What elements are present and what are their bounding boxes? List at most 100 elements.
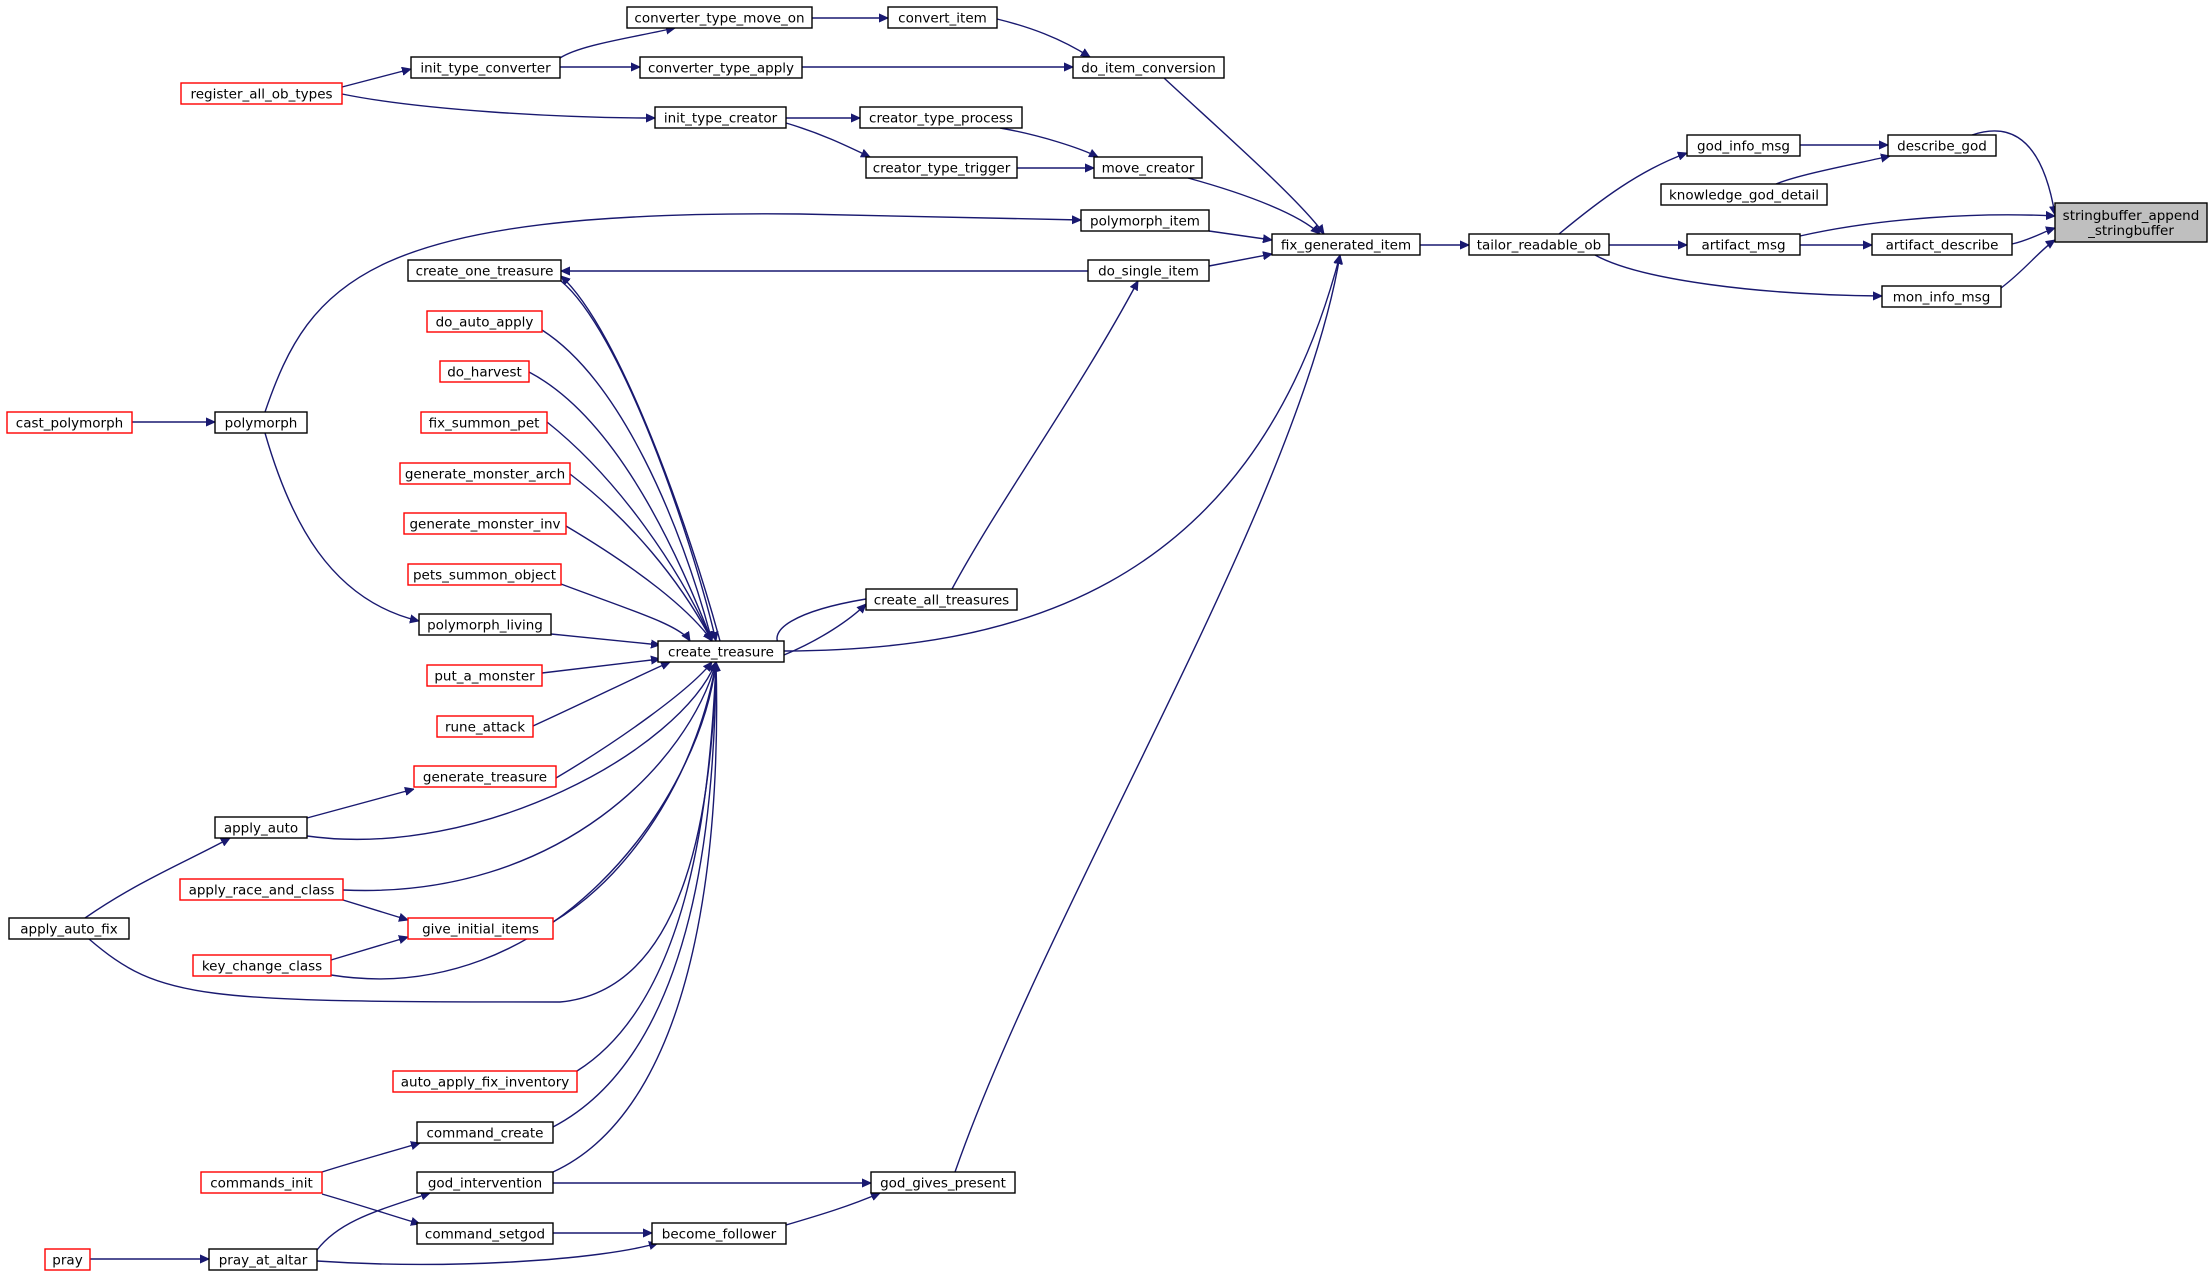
node-label: apply_auto_fix (20, 922, 118, 938)
node-pets-summon-object[interactable]: pets_summon_object (407, 563, 562, 586)
node-command-setgod[interactable]: command_setgod (416, 1222, 554, 1245)
node-box (403, 512, 567, 535)
node-convert-item[interactable]: convert_item (887, 6, 998, 29)
node-mon-info-msg[interactable]: mon_info_msg (1881, 285, 2002, 308)
node-apply-auto[interactable]: apply_auto (214, 816, 308, 839)
node-artifact-msg[interactable]: artifact_msg (1686, 233, 1801, 256)
node-box (870, 1171, 1016, 1194)
node-label: fix_generated_item (1281, 238, 1411, 254)
node-label: key_change_class (202, 959, 322, 975)
node-label: pray (52, 1253, 82, 1269)
node-stringbuffer-append-stringbuffer[interactable]: stringbuffer_append_stringbuffer (2054, 202, 2208, 243)
node-tailor-readable-ob[interactable]: tailor_readable_ob (1468, 233, 1610, 256)
node-label: init_type_creator (664, 111, 778, 127)
node-box (420, 411, 548, 434)
node-polymorph-living[interactable]: polymorph_living (418, 613, 552, 636)
node-god-intervention[interactable]: god_intervention (416, 1171, 554, 1194)
node-generate-monster-arch[interactable]: generate_monster_arch (399, 462, 571, 485)
node-do-item-conversion[interactable]: do_item_conversion (1072, 56, 1225, 79)
node-init-type-creator[interactable]: init_type_creator (654, 106, 787, 129)
node-commands-init[interactable]: commands_init (200, 1171, 323, 1194)
node-box (8, 917, 130, 940)
call-edge-fix_summon_pet-to-create_treasure (546, 421, 713, 641)
node-command-create[interactable]: command_create (416, 1121, 554, 1144)
node-do-single-item[interactable]: do_single_item (1087, 259, 1210, 282)
node-fix-generated-item[interactable]: fix_generated_item (1271, 233, 1421, 256)
node-label: apply_auto (224, 821, 298, 837)
node-label: god_intervention (428, 1176, 542, 1192)
node-polymorph-item[interactable]: polymorph_item (1080, 209, 1210, 232)
node-label: give_initial_items (422, 922, 539, 938)
node-box (410, 56, 561, 79)
node-register-all-ob-types[interactable]: register_all_ob_types (180, 82, 343, 105)
node-label: do_item_conversion (1081, 61, 1216, 77)
node-label: command_create (427, 1126, 544, 1142)
call-edge-apply_auto_fix-to-apply_auto (84, 837, 230, 919)
node-give-initial-items[interactable]: give_initial_items (407, 917, 554, 940)
node-pray[interactable]: pray (44, 1248, 91, 1271)
node-label: describe_god (1897, 139, 1987, 155)
node-box (859, 106, 1023, 129)
node-describe-god[interactable]: describe_god (1887, 134, 1997, 157)
node-converter-type-move-on[interactable]: converter_type_move_on (626, 6, 813, 29)
node-create-treasure[interactable]: create_treasure (657, 640, 785, 663)
node-label: move_creator (1102, 161, 1195, 177)
call-edge-apply_race_and_class-to-create_treasure (342, 662, 716, 892)
node-generate-monster-inv[interactable]: generate_monster_inv (403, 512, 567, 535)
node-do-auto-apply[interactable]: do_auto_apply (426, 310, 543, 333)
node-box (657, 640, 785, 663)
node-polymorph[interactable]: polymorph (214, 411, 308, 434)
node-init-type-converter[interactable]: init_type_converter (410, 56, 561, 79)
node-box (179, 878, 344, 901)
node-pray-at-altar[interactable]: pray_at_altar (208, 1248, 318, 1271)
node-label: register_all_ob_types (190, 87, 332, 103)
node-apply-auto-fix[interactable]: apply_auto_fix (8, 917, 130, 940)
node-label: command_setgod (425, 1227, 545, 1243)
node-key-change-class[interactable]: key_change_class (192, 954, 332, 977)
node-label: apply_race_and_class (189, 883, 335, 899)
node-box (399, 462, 571, 485)
node-box (200, 1171, 323, 1194)
node-auto-apply-fix-inventory[interactable]: auto_apply_fix_inventory (392, 1070, 578, 1093)
node-label: do_harvest (447, 365, 522, 381)
call-edges (84, 18, 2055, 1266)
node-apply-race-and-class[interactable]: apply_race_and_class (179, 878, 344, 901)
node-box (1881, 285, 2002, 308)
node-creator-type-process[interactable]: creator_type_process (859, 106, 1023, 129)
node-become-follower[interactable]: become_follower (651, 1222, 787, 1245)
node-box (1271, 233, 1421, 256)
node-knowledge-god-detail[interactable]: knowledge_god_detail (1660, 183, 1828, 206)
node-rune-attack[interactable]: rune_attack (436, 715, 534, 738)
node-creator-type-trigger[interactable]: creator_type_trigger (865, 156, 1018, 179)
node-label: convert_item (898, 11, 987, 27)
node-label: put_a_monster (434, 669, 535, 685)
node-artifact-describe[interactable]: artifact_describe (1871, 233, 2013, 256)
node-generate-treasure[interactable]: generate_treasure (413, 765, 557, 788)
node-fix-summon-pet[interactable]: fix_summon_pet (420, 411, 548, 434)
node-create-one-treasure[interactable]: create_one_treasure (407, 259, 562, 282)
node-cast-polymorph[interactable]: cast_polymorph (6, 411, 133, 434)
node-do-harvest[interactable]: do_harvest (439, 360, 530, 383)
node-box (654, 106, 787, 129)
call-edge-create_all_treasures-to-create_treasure (777, 598, 867, 651)
node-move-creator[interactable]: move_creator (1093, 156, 1203, 179)
node-label: god_gives_present (880, 1176, 1006, 1192)
node-label: pray_at_altar (219, 1253, 308, 1269)
call-edge-do_item_conversion-to-fix_generated_item (1163, 77, 1324, 234)
call-edge-polymorph-to-polymorph_living (264, 432, 419, 621)
node-god-info-msg[interactable]: god_info_msg (1686, 134, 1801, 157)
node-label: init_type_converter (420, 61, 551, 77)
call-edge-describe_god-to-stringbuffer_append_stringbuffer (1971, 130, 2055, 215)
node-god-gives-present[interactable]: god_gives_present (870, 1171, 1016, 1194)
node-label: _stringbuffer (2087, 223, 2174, 239)
node-put-a-monster[interactable]: put_a_monster (426, 664, 543, 687)
call-edge-register_all_ob_types-to-init_type_converter (341, 69, 411, 88)
node-box (865, 156, 1018, 179)
call-edge-apply_auto-to-generate_treasure (306, 789, 414, 819)
node-label: create_treasure (668, 645, 774, 661)
call-edge-generate_monster_inv-to-create_treasure (565, 525, 712, 641)
node-create-all-treasures[interactable]: create_all_treasures (865, 588, 1018, 611)
node-box (639, 56, 803, 79)
node-converter-type-apply[interactable]: converter_type_apply (639, 56, 803, 79)
call-edge-convert_item-to-do_item_conversion (996, 18, 1090, 58)
